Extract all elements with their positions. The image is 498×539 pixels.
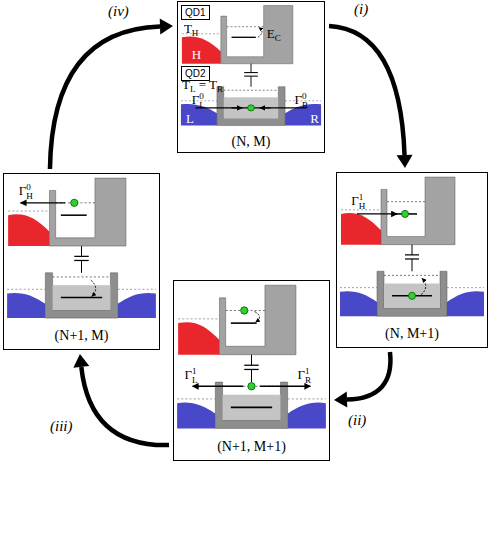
- use-shape: [177, 285, 326, 428]
- superscript: 1: [305, 366, 310, 377]
- superscript: 1: [192, 366, 197, 377]
- superscript: 0: [302, 91, 307, 102]
- arrow-shaft: [50, 27, 160, 169]
- line-shape: [260, 386, 311, 387]
- circle-shape: [71, 199, 78, 206]
- subscript: R: [305, 375, 311, 385]
- symbol-char: [206, 77, 209, 92]
- superscript: 0: [199, 91, 204, 102]
- subscript: L: [190, 84, 196, 94]
- state-panel: (N+1, M) ΓH0: [3, 173, 160, 350]
- symbol-char: E: [267, 26, 275, 41]
- symbol-char: Γ: [184, 368, 192, 383]
- state-panel: (N, M)QD1QD2THECHTL = TRΓL0ΓR0LR: [177, 1, 325, 153]
- line-shape: [232, 37, 256, 38]
- symbol-label: R: [310, 111, 319, 127]
- symbol-label: ΓH0: [19, 182, 31, 202]
- symbol-char: Γ: [294, 93, 302, 108]
- symbol-label: ΓL1: [184, 366, 196, 386]
- subscript: H: [192, 28, 199, 38]
- subscript: L: [192, 375, 198, 385]
- symbol-label: TH: [184, 21, 199, 39]
- use-shape: [181, 6, 321, 126]
- symbol-label: ΓR0: [294, 91, 306, 111]
- state-label: (N, M+1): [337, 326, 487, 342]
- use-shape: [340, 177, 484, 316]
- subscript: H: [26, 191, 33, 201]
- arrow-shaft: [81, 367, 169, 445]
- step-label: (ii): [346, 412, 368, 429]
- symbol-char: Γ: [351, 193, 359, 208]
- use-shape: [7, 178, 156, 318]
- line-shape: [61, 214, 87, 216]
- state-panel: (N, M+1) ΓH1: [336, 172, 488, 348]
- path-shape: [258, 28, 262, 38]
- dot-tag: QD1: [181, 5, 210, 20]
- symbol-char: [195, 77, 198, 92]
- symbol-label: ΓH1: [351, 192, 363, 212]
- state-label: (N+1, M+1): [174, 439, 329, 455]
- circle-shape: [248, 105, 255, 111]
- circle-shape: [409, 292, 416, 299]
- path-shape: [91, 280, 96, 296]
- arrow-head: [73, 354, 89, 368]
- circle-shape: [402, 210, 409, 217]
- arrow-head: [334, 392, 347, 408]
- symbol-label: ΓL0: [192, 91, 204, 111]
- arrow-shaft: [329, 26, 405, 155]
- circle-shape: [241, 307, 248, 314]
- step-label: (iv): [106, 3, 131, 20]
- symbol-char: T: [209, 77, 217, 92]
- symbol-label: L: [186, 111, 194, 127]
- step-label: (iii): [48, 418, 75, 435]
- cycle-arrow: [329, 26, 413, 168]
- symbol-char: =: [199, 77, 206, 92]
- arrow-head: [397, 155, 413, 168]
- superscript: 1: [359, 192, 364, 203]
- path-shape: [421, 278, 426, 294]
- cycle-arrow: [50, 19, 173, 169]
- path-shape: [255, 312, 260, 323]
- subscript: R: [217, 84, 223, 94]
- cycle-arrow: [73, 354, 169, 445]
- subscript: H: [359, 200, 366, 210]
- symbol-char: T: [182, 77, 190, 92]
- dot-name: QD1: [182, 6, 209, 19]
- arrow-head: [160, 19, 173, 35]
- symbol-char: Γ: [192, 93, 200, 108]
- line-shape: [21, 202, 65, 203]
- line-shape: [231, 322, 257, 324]
- symbol-label: H: [192, 47, 201, 63]
- symbol-char: T: [184, 21, 192, 36]
- line-shape: [193, 386, 244, 387]
- superscript: 0: [26, 182, 31, 193]
- state-label: (N, M): [178, 134, 324, 150]
- state-panel: (N+1, M+1)ΓL1ΓR1: [173, 280, 330, 461]
- cycle-arrow: [334, 352, 390, 408]
- arrow-shaft: [347, 352, 390, 400]
- symbol-char: Γ: [298, 368, 306, 383]
- line-shape: [357, 213, 397, 214]
- state-label: (N+1, M): [4, 328, 159, 344]
- symbol-char: Γ: [19, 184, 27, 199]
- subscript: L: [199, 100, 205, 110]
- line-shape: [61, 297, 102, 299]
- subscript: C: [275, 33, 281, 43]
- step-label: (i): [352, 1, 370, 18]
- subscript: R: [302, 100, 308, 110]
- symbol-label: ΓR1: [298, 366, 310, 386]
- circle-shape: [248, 383, 255, 390]
- symbol-label: EC: [267, 26, 281, 44]
- line-shape: [231, 407, 272, 409]
